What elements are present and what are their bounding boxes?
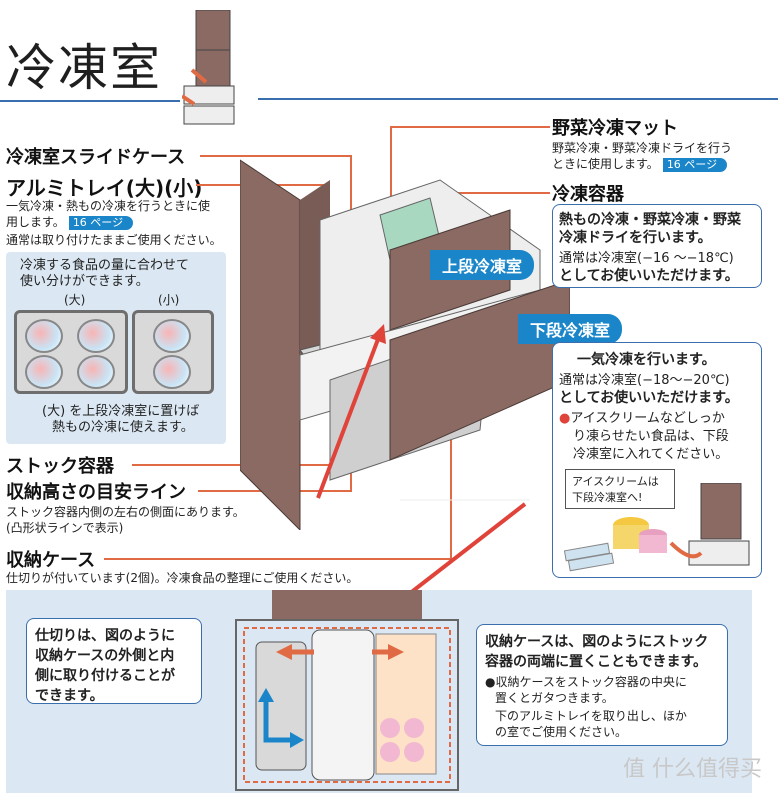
case-text-2: 容器の両端に置くこともできます。	[485, 654, 708, 670]
ice-note-1: アイスクリームは	[572, 475, 659, 488]
size-note-2: 熱もの冷凍に使えます。	[52, 420, 194, 435]
divider-callout: 仕切りは、図のように 収納ケースの外側と内 側に取り付けることが できます。	[26, 618, 202, 704]
stock-container-label: ストック容器	[6, 456, 114, 477]
veg-mat-desc-1: 野菜冷凍・野菜冷凍ドライを行う	[552, 141, 733, 155]
alu-tray-desc-3: 通常は取り付けたままご使用ください。	[6, 233, 222, 247]
freeze-container-label: 冷凍容器	[552, 184, 624, 205]
lower-freezer-callout: 一気冷凍を行います。 通常は冷凍室(−18〜−20℃) としてお使いいただけます…	[552, 342, 762, 578]
divider-text-3: 側に取り付けることが	[35, 668, 175, 684]
food-blob	[153, 319, 191, 353]
food-blob	[25, 355, 63, 389]
ice-cream-illustration	[563, 483, 750, 572]
lower-text-3: としてお使いいただけます。	[559, 390, 739, 406]
height-line-desc-1: ストック容器内側の左右の側面にあります。	[6, 505, 245, 519]
case-placement-callout: 収納ケースは、図のようにストック 容器の両端に置くこともできます。 ●収納ケース…	[476, 624, 728, 746]
tray-size-panel: 冷凍する食品の量に合わせて 使い分けができます。 (大) (小) (大) を上段…	[6, 252, 226, 444]
large-tray	[14, 310, 128, 394]
case-text-4: 置くとガタつきます。	[495, 691, 614, 705]
size-note-1: (大) を上段冷凍室に置けば	[42, 404, 200, 419]
title-rule-left	[0, 100, 180, 102]
upper-freezer-tag: 上段冷凍室	[430, 250, 535, 280]
upper-text-1: 熱もの冷凍・野菜冷凍・野菜	[559, 212, 741, 228]
ice-note-2: 下段冷凍室へ!	[572, 491, 643, 504]
small-tray	[132, 310, 214, 394]
upper-text-4: としてお使いいただけます。	[559, 268, 739, 284]
lower-bullet-2: り凍らせたい食品は、下段	[573, 429, 729, 444]
size-large-label: (大)	[64, 293, 86, 307]
alu-tray-desc-2: 用します。16 ページ	[6, 214, 134, 230]
lower-freezer-tag: 下段冷凍室	[518, 314, 623, 344]
size-small-label: (小)	[158, 293, 180, 307]
case-text-5: 下のアルミトレイを取り出し、ほか	[495, 709, 687, 723]
veg-mat-desc-2: ときに使用します。16 ページ	[552, 156, 728, 172]
alu-tray-desc-1: 一気冷凍・熱もの冷凍を行うときに使	[6, 199, 211, 213]
divider-text-2: 収納ケースの外側と内	[35, 648, 175, 664]
lower-text-1: 一気冷凍を行います。	[577, 352, 716, 368]
lower-bullet-1: ●アイスクリームなどしっか	[559, 411, 725, 426]
page-ref-link[interactable]: 16 ページ	[662, 158, 728, 172]
alu-tray-label: アルミトレイ(大)(小)	[6, 176, 203, 200]
case-text-3: ●収納ケースをストック容器の中央に	[485, 675, 687, 689]
divider-text-1: 仕切りは、図のように	[35, 628, 175, 644]
red-arrow-icon	[316, 324, 386, 499]
food-blob	[77, 355, 115, 389]
lower-text-2: 通常は冷凍室(−18〜−20℃)	[559, 373, 730, 388]
upper-freezer-callout: 熱もの冷凍・野菜冷凍・野菜 冷凍ドライを行います。 通常は冷凍室(−16 〜−1…	[552, 204, 762, 288]
lower-bullet-3: 冷凍室に入れてください。	[573, 447, 729, 462]
storage-case-desc: 仕切りが付いています(2個)。冷凍食品の整理にご使用ください。	[6, 571, 359, 585]
title-rule-right	[258, 98, 778, 100]
storage-case-label: 収納ケース	[6, 550, 96, 571]
case-text-6: の室でご使用ください。	[495, 725, 628, 739]
page-title: 冷凍室	[6, 39, 162, 97]
upper-text-3: 通常は冷凍室(−16 〜−18℃)	[559, 251, 734, 266]
size-panel-text-1: 冷凍する食品の量に合わせて	[20, 258, 190, 273]
ice-note-box: アイスクリームは 下段冷凍室へ!	[565, 469, 675, 509]
watermark-logo: 值 什么值得买	[623, 757, 762, 782]
page-ref-link[interactable]: 16 ページ	[68, 216, 134, 230]
upper-text-2: 冷凍ドライを行います。	[559, 230, 712, 246]
storage-layout-illustration	[235, 590, 459, 791]
case-text-1: 収納ケースは、図のようにストック	[485, 634, 709, 650]
size-panel-text-2: 使い分けができます。	[20, 274, 149, 289]
food-blob	[153, 355, 191, 389]
height-line-desc-2: (凸形状ラインで表示)	[6, 521, 124, 535]
food-blob	[77, 319, 115, 353]
height-line-label: 収納高さの目安ライン	[6, 482, 186, 503]
veg-mat-label: 野菜冷凍マット	[552, 118, 678, 139]
food-blob	[25, 319, 63, 353]
divider-text-4: できます。	[35, 688, 104, 704]
storage-case-panel: 仕切りは、図のように 収納ケースの外側と内 側に取り付けることが できます。 収…	[6, 590, 752, 793]
fridge-thumbnail-icon	[182, 10, 235, 125]
slide-case-label: 冷凍室スライドケース	[6, 147, 186, 168]
